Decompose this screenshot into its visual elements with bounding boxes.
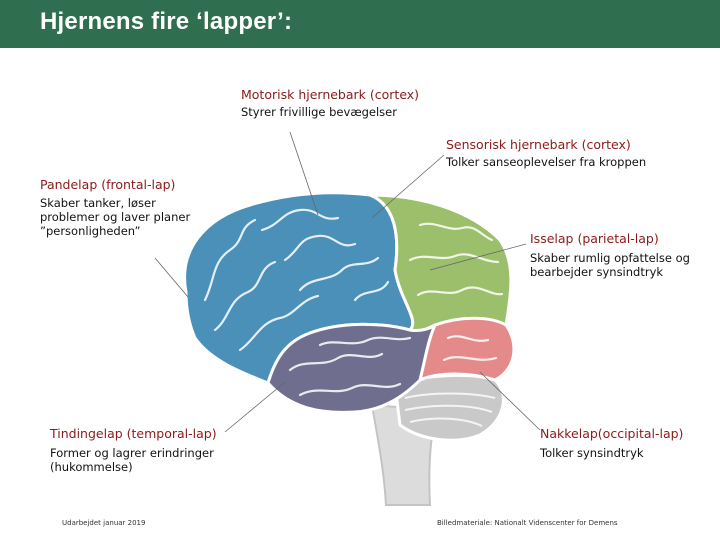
header-bar: Hjernens fire ‘lapper’: [0,0,720,48]
leader-frontal [154,257,189,298]
temporal-lobe-title: Tindingelap (temporal-lap) [50,426,217,441]
sensory-cortex-title: Sensorisk hjernebark (cortex) [446,137,631,152]
page-title: Hjernens fire ‘lapper’: [40,8,293,35]
sensory-cortex-desc: Tolker sanseoplevelser fra kroppen [446,155,647,169]
footer-right: Billedmateriale: Nationalt Videnscenter … [437,519,618,527]
footer-left: Udarbejdet januar 2019 [62,519,146,527]
occipital-lobe-title: Nakkelap(occipital-lap) [540,426,684,441]
motor-cortex-title: Motorisk hjernebark (cortex) [241,87,420,102]
frontal-lobe-title: Pandelap (frontal-lap) [40,177,176,192]
parietal-lobe-title: Isselap (parietal-lap) [530,231,659,246]
motor-cortex-desc: Styrer frivillige bevægelser [241,105,397,119]
leader-sensory [371,154,445,219]
parietal-lobe-desc: Skaber rumlig opfattelse og bearbejder s… [530,251,690,279]
leader-motor [289,131,319,216]
frontal-lobe-desc: Skaber tanker, løser problemer og laver … [40,196,191,238]
leader-occipital [479,371,541,431]
temporal-lobe-desc: Former og lagrer erindringer (hukommelse… [50,446,214,474]
occipital-lobe-desc: Tolker synsindtryk [540,446,644,460]
leader-parietal [429,243,527,271]
leader-temporal [224,381,286,433]
